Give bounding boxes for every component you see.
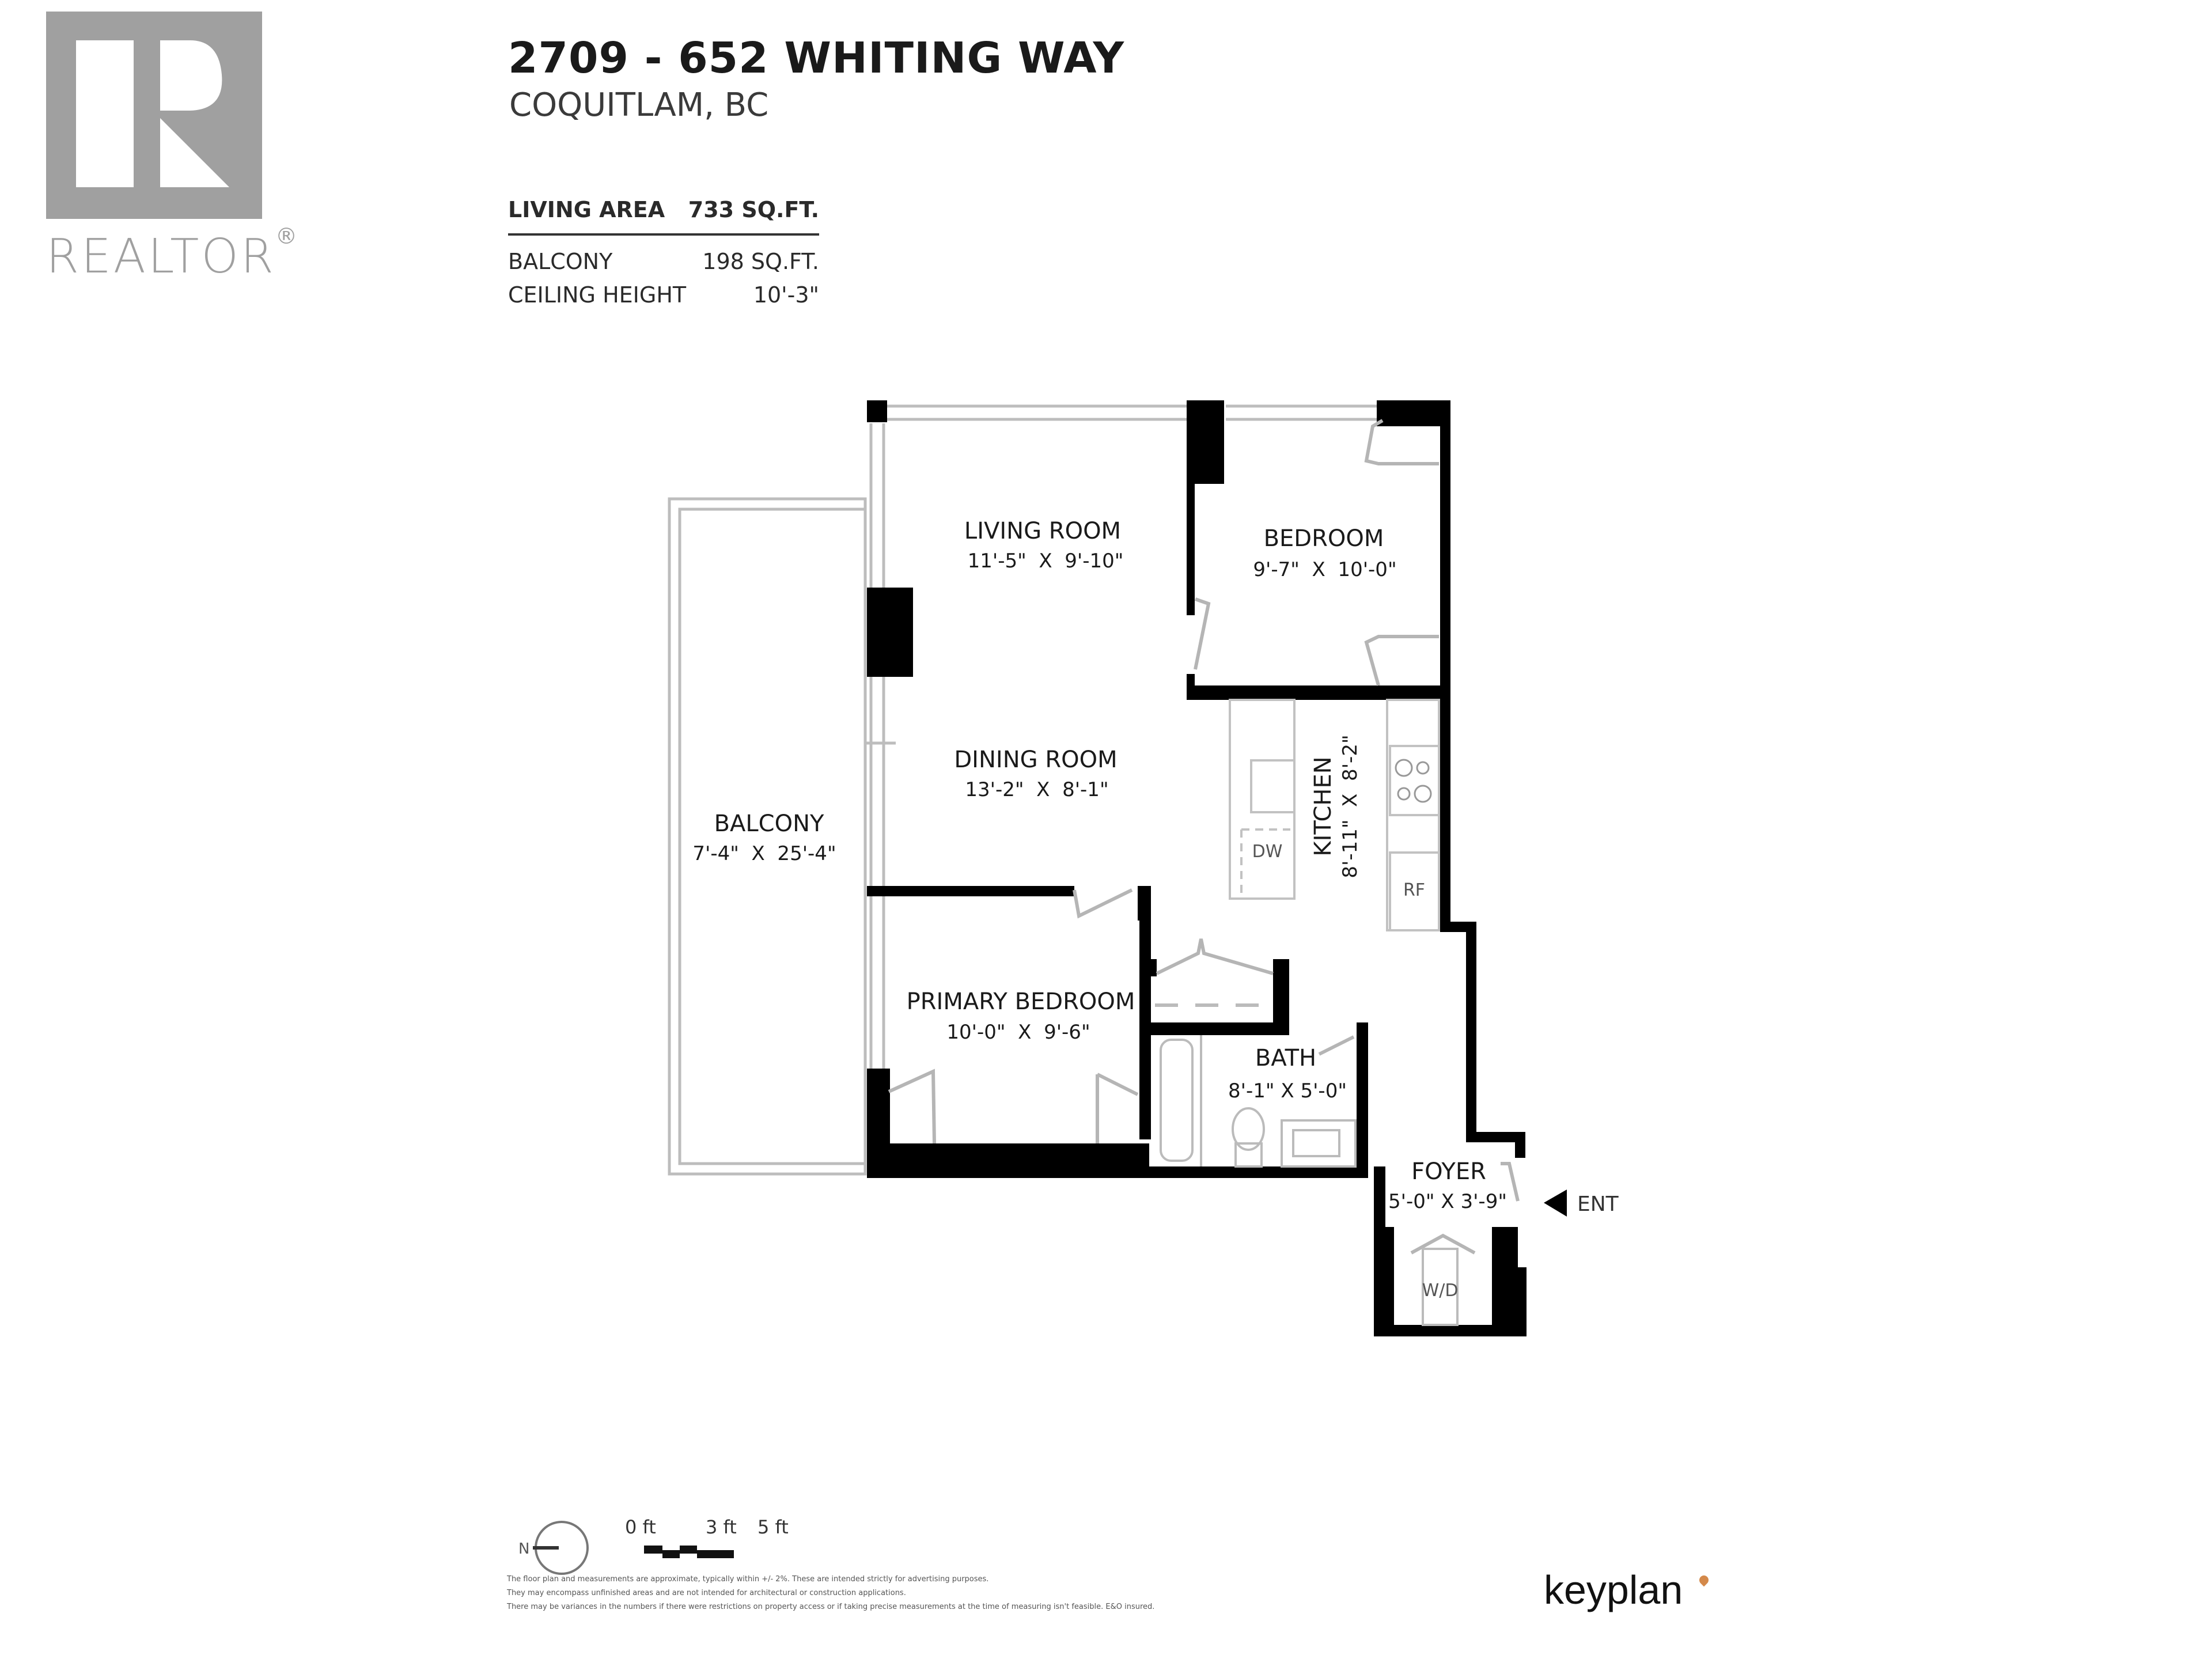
stat-value: 733 SQ.FT. (688, 197, 819, 222)
realtor-wordmark: REALTOR (46, 229, 276, 284)
scale-tick-0: 0 ft (625, 1516, 656, 1538)
disclaimer-line: They may encompass unfinished areas and … (507, 1589, 906, 1597)
washer-dryer-unit (1422, 1248, 1459, 1326)
kitchen-counters (1229, 699, 1440, 931)
room-dims-foyer: 5'-0" X 3'-9" (1388, 1190, 1507, 1213)
listing-city: COQUITLAM, BC (509, 86, 769, 124)
bath-fixtures (1160, 1035, 1357, 1168)
north-compass: N (518, 1518, 599, 1581)
entrance-label: ENT (1577, 1192, 1619, 1216)
room-name-foyer: FOYER (1411, 1158, 1486, 1185)
stat-label: BALCONY (508, 249, 613, 274)
entrance-arrow-icon (1544, 1190, 1567, 1217)
room-name-bath: BATH (1255, 1045, 1316, 1071)
door-swings (888, 419, 1520, 1255)
cooktop-burners-icon (1395, 759, 1432, 803)
room-name-balcony: BALCONY (714, 810, 824, 837)
room-dims-dining-room: 13'-2" X 8'-1" (965, 778, 1108, 801)
area-stats-table: LIVING AREA 733 SQ.FT. BALCONY 198 SQ.FT… (508, 193, 819, 312)
realtor-r-mark-icon (46, 12, 262, 219)
scale-tick-5: 5 ft (757, 1516, 789, 1538)
realtor-logo: REALTOR ® (46, 12, 297, 281)
stat-row-living-area: LIVING AREA 733 SQ.FT. (508, 193, 819, 226)
stats-divider (508, 233, 819, 236)
north-label: N (518, 1540, 529, 1558)
balcony-outline (668, 497, 867, 1176)
washer-dryer-label: W/D (1422, 1281, 1459, 1301)
toilet-icon (1232, 1107, 1265, 1151)
sink-icon (1292, 1129, 1340, 1157)
disclaimer-line: The floor plan and measurements are appr… (507, 1575, 989, 1584)
room-dims-balcony: 7'-4" X 25'-4" (692, 842, 836, 865)
keyplan-logo: keyplan (1544, 1567, 1683, 1612)
listing-address-title: 2709 - 652 WHITING WAY (508, 33, 1125, 83)
room-dims-primary-bedroom: 10'-0" X 9'-6" (946, 1021, 1090, 1044)
stat-value: 10'-3" (753, 282, 819, 308)
bathtub-icon (1160, 1039, 1194, 1162)
room-dims-living-room: 11'-5" X 9'-10" (968, 550, 1124, 573)
disclaimer-line: There may be variances in the numbers if… (507, 1603, 1155, 1611)
room-name-kitchen: KITCHEN (1310, 756, 1336, 856)
disclaimer: The floor plan and measurements are appr… (507, 1573, 1371, 1614)
stat-row-balcony: BALCONY 198 SQ.FT. (508, 245, 819, 278)
room-name-living-room: LIVING ROOM (964, 518, 1121, 544)
scale-labels: 0 ft 3 ft 5 ft (625, 1516, 798, 1539)
room-dims-kitchen: 8'-11" X 8'-2" (1339, 734, 1362, 878)
walls (867, 400, 1527, 1336)
room-dims-bedroom: 9'-7" X 10'-0" (1253, 558, 1396, 581)
stat-label: LIVING AREA (508, 197, 665, 222)
scale-tick-3: 3 ft (706, 1516, 737, 1538)
window-lines (864, 404, 1377, 1169)
room-name-bedroom: BEDROOM (1264, 525, 1384, 552)
stat-row-ceiling-height: CEILING HEIGHT 10'-3" (508, 278, 819, 312)
room-dims-bath: 8'-1" X 5'-0" (1228, 1080, 1347, 1103)
refrigerator-label: RF (1403, 880, 1425, 900)
dishwasher-label: DW (1252, 842, 1283, 862)
room-name-dining-room: DINING ROOM (954, 747, 1117, 773)
stat-label: CEILING HEIGHT (508, 282, 687, 308)
room-name-primary-bedroom: PRIMARY BEDROOM (907, 988, 1135, 1015)
registered-mark: ® (275, 224, 297, 249)
scale-bar-icon (644, 1541, 759, 1564)
stat-value: 198 SQ.FT. (702, 249, 819, 274)
